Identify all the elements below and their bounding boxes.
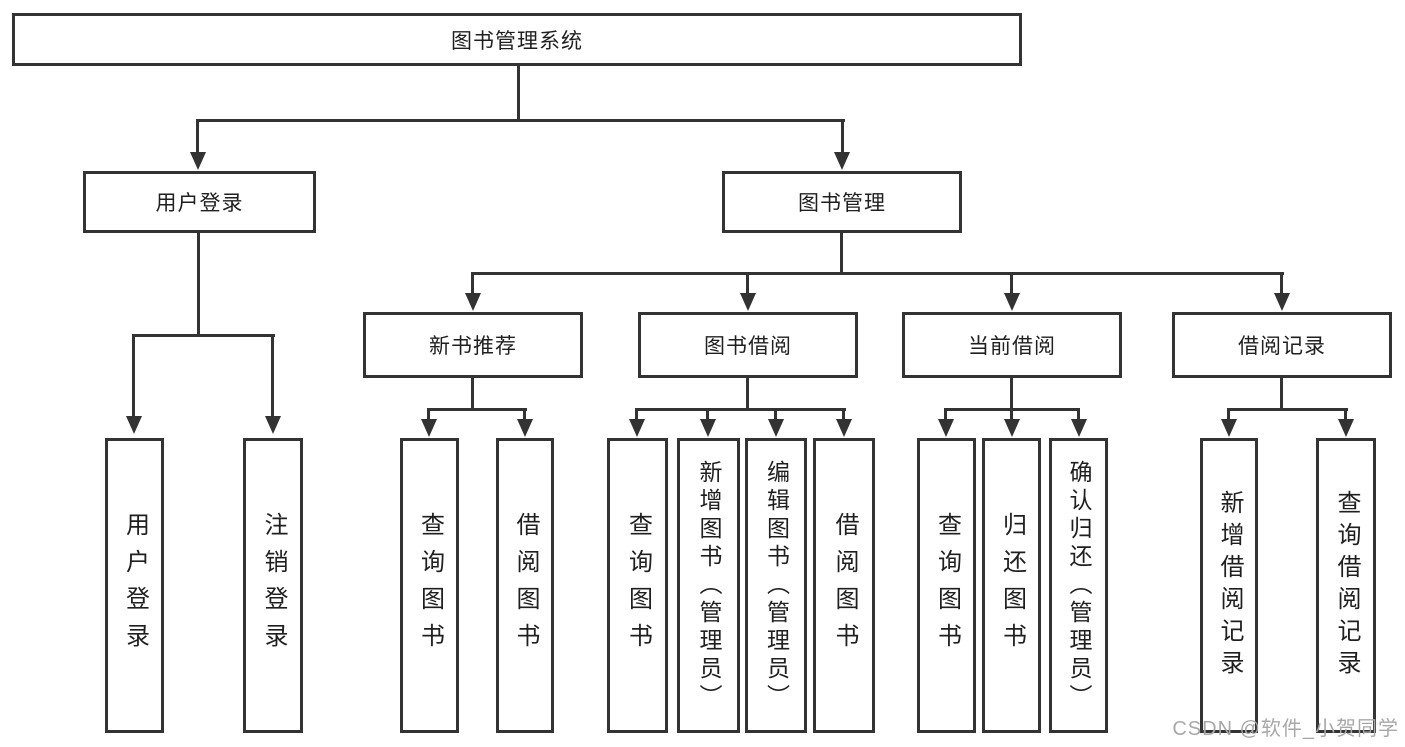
connector-line: [471, 272, 474, 295]
leaf-query-book-current: 查询图书: [917, 438, 976, 733]
connector-line: [746, 378, 749, 410]
connector-line: [774, 408, 777, 421]
connector-line: [746, 272, 749, 295]
leaf-confirm-return-admin: 确认归还（管理员）: [1049, 438, 1108, 733]
node-book-management: 图书管理: [722, 171, 962, 233]
node-book-management-label: 图书管理: [798, 192, 886, 215]
leaf-user-login: 用户登录: [105, 438, 164, 733]
node-user-login-label: 用户登录: [155, 192, 244, 215]
arrow-down-icon: [465, 293, 481, 311]
leaf-borrow-book-label: 借阅图书: [831, 511, 858, 660]
connector-line: [428, 408, 527, 411]
connector-line: [1280, 378, 1283, 410]
arrow-down-icon: [700, 419, 716, 437]
leaf-confirm-return-admin-label: 确认归还（管理员）: [1066, 459, 1092, 712]
connector-line: [635, 408, 638, 421]
connector-line: [132, 334, 135, 418]
leaf-logout-label: 注销登录: [260, 511, 287, 660]
node-new-book-recommend: 新书推荐: [363, 312, 583, 378]
arrow-down-icon: [1071, 419, 1087, 437]
connector-line: [523, 408, 526, 421]
leaf-logout: 注销登录: [243, 438, 303, 733]
node-new-book-recommend-label: 新书推荐: [429, 335, 517, 358]
connector-line: [271, 334, 274, 418]
connector-line: [1228, 408, 1348, 411]
arrow-down-icon: [265, 416, 281, 434]
leaf-add-book-admin: 新增图书（管理员）: [677, 438, 740, 733]
connector-line: [840, 233, 843, 274]
leaf-add-book-admin-label: 新增图书（管理员）: [696, 459, 722, 712]
node-root-label: 图书管理系统: [451, 29, 583, 53]
arrow-down-icon: [1004, 293, 1020, 311]
leaf-query-book-recommend: 查询图书: [400, 438, 459, 733]
connector-line: [706, 408, 709, 421]
node-borrow-records-label: 借阅记录: [1238, 335, 1326, 358]
connector-line: [198, 119, 845, 122]
node-current-borrowing-label: 当前借阅: [968, 335, 1056, 358]
node-book-borrowing-label: 图书借阅: [704, 335, 792, 358]
leaf-user-login-label: 用户登录: [121, 511, 149, 660]
arrow-down-icon: [126, 416, 142, 434]
connector-line: [1280, 272, 1283, 295]
connector-line: [1010, 378, 1013, 410]
watermark: CSDN @软件_小贺同学: [1172, 718, 1399, 740]
node-book-borrowing: 图书借阅: [638, 312, 858, 378]
arrow-down-icon: [740, 293, 756, 311]
leaf-query-borrow-record-label: 查询借阅记录: [1333, 489, 1360, 682]
leaf-query-book-borrowing-label: 查询图书: [624, 511, 652, 660]
arrow-down-icon: [190, 152, 206, 170]
leaf-edit-book-admin-label: 编辑图书（管理员）: [763, 459, 790, 712]
leaf-borrow-book: 借阅图书: [813, 438, 875, 733]
node-current-borrowing: 当前借阅: [902, 312, 1122, 378]
leaf-return-book: 归还图书: [982, 438, 1041, 733]
leaf-add-borrow-record: 新增借阅记录: [1200, 438, 1258, 733]
connector-line: [472, 272, 1284, 275]
connector-line: [427, 408, 430, 421]
arrow-down-icon: [629, 419, 645, 437]
connector-line: [197, 233, 200, 336]
leaf-query-book-recommend-label: 查询图书: [416, 511, 444, 660]
leaf-query-book-borrowing: 查询图书: [607, 438, 668, 733]
connector-line: [1227, 408, 1230, 421]
leaf-return-book-label: 归还图书: [998, 511, 1026, 660]
node-borrow-records: 借阅记录: [1172, 312, 1392, 378]
arrow-down-icon: [1221, 419, 1237, 437]
connector-line: [1010, 272, 1013, 295]
connector-line: [842, 408, 845, 421]
arrow-down-icon: [834, 152, 850, 170]
connector-line: [196, 119, 199, 154]
leaf-query-borrow-record: 查询借阅记录: [1316, 438, 1376, 733]
connector-line: [636, 408, 846, 411]
connector-line: [517, 66, 520, 121]
connector-line: [471, 378, 474, 410]
leaf-edit-book-admin: 编辑图书（管理员）: [745, 438, 807, 733]
arrow-down-icon: [1274, 293, 1290, 311]
arrow-down-icon: [517, 419, 533, 437]
leaf-add-borrow-record-label: 新增借阅记录: [1216, 489, 1243, 682]
node-user-login: 用户登录: [83, 171, 316, 233]
connector-line: [841, 119, 844, 154]
leaf-borrow-book-recommend: 借阅图书: [496, 438, 554, 733]
connector-line: [1077, 408, 1080, 421]
arrow-down-icon: [768, 419, 784, 437]
arrow-down-icon: [421, 419, 437, 437]
arrow-down-icon: [938, 419, 954, 437]
connector-line: [1344, 408, 1347, 421]
leaf-query-book-current-label: 查询图书: [933, 511, 961, 660]
arrow-down-icon: [1338, 419, 1354, 437]
connector-line: [1010, 408, 1013, 421]
leaf-borrow-book-recommend-label: 借阅图书: [512, 511, 539, 660]
arrow-down-icon: [836, 419, 852, 437]
connector-line: [944, 408, 947, 421]
connector-line: [133, 334, 275, 337]
node-root-system: 图书管理系统: [12, 13, 1022, 66]
arrow-down-icon: [1004, 419, 1020, 437]
